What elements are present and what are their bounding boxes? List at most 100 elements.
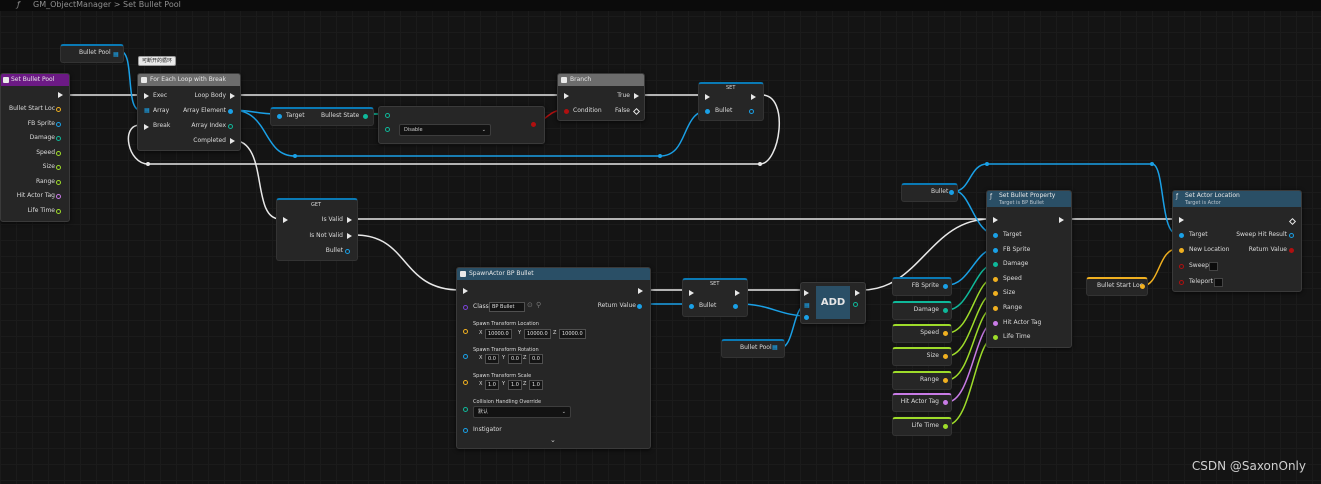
state-out-pin[interactable]: [363, 114, 368, 119]
function-param-pin[interactable]: [56, 179, 61, 185]
browse-icon[interactable]: ⊙: [527, 301, 533, 309]
new-location-pin[interactable]: [1179, 248, 1184, 253]
bullet-get-node[interactable]: Bullet: [901, 183, 958, 202]
branch-node[interactable]: Branch Condition True False: [557, 73, 645, 121]
param-get-pin[interactable]: [943, 331, 948, 336]
param-get-node[interactable]: Life Time: [892, 417, 952, 436]
location-z-field[interactable]: 10000.0: [559, 329, 586, 339]
param-get-node[interactable]: Speed: [892, 324, 952, 343]
target-pin[interactable]: [277, 114, 282, 119]
param-get-node[interactable]: Damage: [892, 301, 952, 320]
teleport-pin[interactable]: [1179, 280, 1184, 285]
set-exec-out[interactable]: [751, 94, 756, 100]
set-bullet-node-mid[interactable]: SET Bullet: [682, 278, 748, 317]
setprop-in-pin[interactable]: [993, 320, 998, 326]
is-valid-node[interactable]: GET Is Valid Is Not Valid Bullet: [276, 198, 358, 261]
param-get-pin[interactable]: [943, 284, 948, 289]
function-param-pin[interactable]: [56, 165, 61, 170]
equal-enum-node[interactable]: Disable ⌄: [378, 106, 545, 144]
equal-in-pin-a[interactable]: [385, 113, 390, 118]
collision-pin[interactable]: [463, 407, 468, 412]
function-param-pin[interactable]: [56, 208, 61, 214]
exec-out-pin[interactable]: [58, 92, 63, 98]
setloc-exec-in[interactable]: [1179, 217, 1184, 223]
function-param-pin[interactable]: [56, 107, 61, 112]
return-value-pin[interactable]: [637, 304, 642, 309]
setprop-in-pin[interactable]: [993, 276, 998, 282]
set-bullet-in[interactable]: [705, 109, 710, 114]
branch-exec-in[interactable]: [564, 93, 569, 99]
param-get-pin[interactable]: [943, 400, 948, 405]
array-index-pin[interactable]: [228, 124, 233, 129]
loop-body-pin[interactable]: [230, 93, 235, 99]
comment-bubble[interactable]: 可断开的循环: [138, 56, 177, 66]
true-pin[interactable]: [634, 93, 639, 99]
param-get-pin[interactable]: [943, 308, 948, 313]
collision-dropdown[interactable]: 默认 ⌄: [473, 406, 571, 418]
scale-x-field[interactable]: 1.0: [485, 380, 499, 390]
add-exec-out[interactable]: [855, 290, 860, 296]
setloc-exec-out[interactable]: [1288, 217, 1297, 226]
set-bullet-in[interactable]: [689, 304, 694, 309]
location-y-field[interactable]: 10000.0: [524, 329, 551, 339]
setprop-exec-out[interactable]: [1059, 217, 1064, 223]
function-param-pin[interactable]: [56, 121, 61, 127]
false-pin[interactable]: [632, 107, 641, 116]
set-actor-location-node[interactable]: ƒ Set Actor Location Target is Actor Tar…: [1172, 190, 1302, 292]
setprop-in-pin[interactable]: [993, 335, 998, 341]
expand-chevron-icon[interactable]: ⌄: [550, 436, 556, 444]
instigator-pin[interactable]: [463, 428, 468, 433]
rotation-y-field[interactable]: 0.0: [508, 354, 522, 364]
param-get-pin[interactable]: [943, 378, 948, 383]
function-param-pin[interactable]: [56, 150, 61, 156]
set-exec-out[interactable]: [735, 290, 740, 296]
rotation-pin[interactable]: [463, 354, 468, 359]
array-add-node[interactable]: ▦ ADD: [800, 282, 866, 324]
enum-dropdown[interactable]: Disable ⌄: [399, 124, 491, 136]
spawn-exec-in[interactable]: [463, 288, 468, 294]
setprop-in-pin[interactable]: [993, 233, 998, 238]
item-in-pin[interactable]: [804, 315, 809, 320]
setprop-in-pin[interactable]: [993, 262, 998, 268]
param-get-node[interactable]: Hit Actor Tag: [892, 393, 952, 412]
teleport-checkbox[interactable]: [1214, 278, 1223, 287]
spawn-exec-out[interactable]: [638, 288, 643, 294]
add-exec-in[interactable]: [804, 290, 809, 296]
scale-pin[interactable]: [463, 380, 468, 385]
sweep-pin[interactable]: [1179, 264, 1184, 269]
setprop-in-pin[interactable]: [993, 247, 998, 253]
array-pin-icon[interactable]: ▦: [113, 51, 119, 58]
equal-in-pin-b[interactable]: [385, 127, 390, 132]
array-in-pin[interactable]: ▦: [804, 302, 810, 309]
exec-in-pin[interactable]: [144, 93, 149, 99]
param-get-node[interactable]: Size: [892, 347, 952, 366]
scale-y-field[interactable]: 1.0: [508, 380, 522, 390]
scale-z-field[interactable]: 1.0: [529, 380, 543, 390]
break-in-pin[interactable]: [144, 124, 149, 130]
isvalid-exec-in[interactable]: [283, 217, 288, 223]
set-bullet-property-node[interactable]: ƒ Set Bullet Property Target is BP Bulle…: [986, 190, 1072, 348]
set-bullet-out[interactable]: [749, 109, 754, 114]
location-pin[interactable]: [463, 329, 468, 334]
breadcrumb-path[interactable]: GM_ObjectManager > Set Bullet Pool: [33, 0, 181, 9]
rotation-z-field[interactable]: 0.0: [529, 354, 543, 364]
return-value-pin[interactable]: [1289, 248, 1294, 253]
param-get-pin[interactable]: [943, 424, 948, 429]
isvalid-bullet-pin[interactable]: [345, 249, 350, 254]
function-param-pin[interactable]: [56, 136, 61, 141]
equal-out-pin[interactable]: [531, 122, 536, 127]
rotation-x-field[interactable]: 0.0: [485, 354, 499, 364]
function-param-pin[interactable]: [56, 194, 61, 199]
bullet-start-loc-get-node[interactable]: Bullet Start Loc: [1086, 277, 1148, 296]
array-in-pin[interactable]: ▦: [144, 107, 150, 114]
param-get-pin[interactable]: [943, 354, 948, 359]
set-bullet-node-top[interactable]: SET Bullet: [698, 82, 764, 121]
condition-pin[interactable]: [564, 109, 569, 114]
set-bullet-out[interactable]: [733, 304, 738, 309]
param-get-node[interactable]: Range: [892, 371, 952, 390]
class-select[interactable]: BP Bullet: [489, 302, 525, 312]
for-each-loop-node[interactable]: For Each Loop with Break Exec ▦ Array Br…: [137, 73, 241, 151]
setprop-in-pin[interactable]: [993, 291, 998, 297]
class-pin[interactable]: [463, 305, 468, 310]
index-out-pin[interactable]: [853, 302, 858, 307]
